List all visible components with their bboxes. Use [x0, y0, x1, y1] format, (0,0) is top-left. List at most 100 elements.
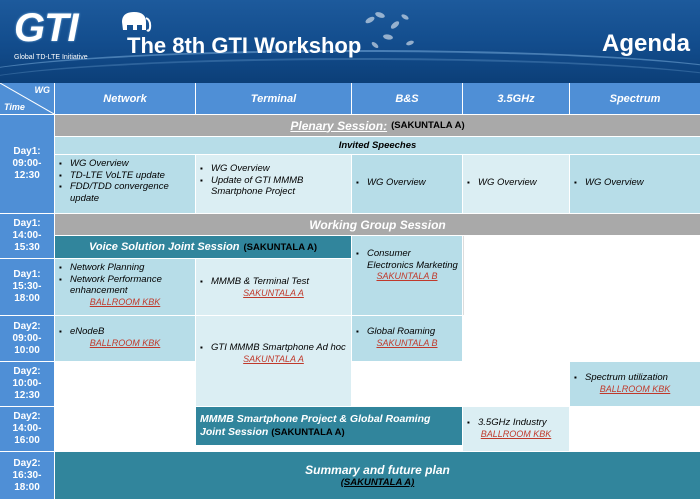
time-cell: Day2: 14:00- 16:00 [0, 407, 54, 451]
location-link[interactable]: SAKUNTALA B [376, 337, 438, 348]
list-item: MMMB & Terminal Test [200, 276, 347, 288]
mmmb-joint-session: MMMB Smartphone Project & Global Roaming… [196, 407, 462, 445]
time-start: 16:30- [12, 469, 42, 481]
corner-wg-label: WG [34, 85, 51, 95]
time-cell: Day1: 14:00- 15:30 [0, 214, 54, 258]
agenda-table: WG Time Network Terminal B&S 3.5GHz Spec… [0, 83, 700, 499]
empty-cell [463, 316, 700, 361]
time-day: Day2: [13, 320, 41, 332]
empty-cell [196, 445, 462, 451]
empty-cell [352, 362, 569, 406]
logo-text: GTI [14, 6, 79, 50]
column-header-terminal: Terminal [196, 83, 351, 114]
global-roaming-cell: Global Roaming SAKUNTALA B [352, 316, 462, 361]
working-group-session-row: Working Group Session [55, 214, 700, 235]
column-header-network: Network [55, 83, 195, 114]
voice-session-title: Voice Solution Joint Session [88, 241, 240, 253]
time-cell: Day2: 09:00- 10:00 [0, 316, 54, 361]
time-cell: Day1: 09:00- 12:30 [0, 115, 54, 213]
time-day: Day1: [13, 269, 41, 280]
time-end: 10:00 [14, 344, 40, 356]
time-end: 16:00 [14, 435, 40, 446]
empty-cell [55, 362, 195, 406]
location-link[interactable]: SAKUNTALA A [243, 287, 304, 298]
time-start: 15:30- [12, 281, 42, 292]
time-end: 15:30 [14, 242, 40, 253]
spectrum-morning-cell: WG Overview [570, 155, 700, 213]
location-link[interactable]: SAKUNTALA A [243, 353, 304, 364]
plenary-room: (SAKUNTALA A) [391, 120, 465, 131]
time-cell: Day1: 15:30- 18:00 [0, 259, 54, 315]
empty-cell [463, 236, 700, 315]
decorative-wave [0, 58, 700, 83]
time-end: 12:30 [14, 170, 40, 181]
summary-title: Summary and future plan [305, 463, 450, 477]
invited-speeches-row: Invited Speeches [55, 137, 700, 154]
list-item: WG Overview [356, 177, 458, 189]
location-link[interactable]: BALLROOM KBK [599, 383, 671, 394]
list-item: TD-LTE VoLTE update [59, 170, 191, 182]
time-day: Day1: [13, 146, 41, 157]
diagonal-divider [0, 83, 54, 114]
time-day: Day1: [13, 218, 41, 229]
spectrum-util-cell: Spectrum utilization BALLROOM KBK [570, 362, 700, 406]
time-start: 14:00- [12, 423, 42, 434]
voice-joint-session: Voice Solution Joint Session (SAKUNTALA … [55, 236, 351, 258]
voice-session-room: (SAKUNTALA A) [243, 241, 318, 253]
plenary-session-row: Plenary Session: (SAKUNTALA A) [55, 115, 700, 136]
list-item: Update of GTI MMMB Smartphone Project [200, 175, 347, 198]
decorative-wave [0, 50, 700, 83]
header-banner: GTI Global TD-LTE Initiative The 8th GTI… [0, 0, 700, 83]
ghz-morning-cell: WG Overview [463, 155, 569, 213]
page-title: The 8th GTI Workshop [127, 33, 362, 58]
time-end: 18:00 [14, 293, 40, 304]
terminal-morning-cell: WG Overview Update of GTI MMMB Smartphon… [196, 155, 351, 213]
column-header-spectrum: Spectrum [570, 83, 700, 114]
enodeb-cell: eNodeB BALLROOM KBK [55, 316, 195, 361]
consumer-marketing-cell: Consumer Electronics Marketing SAKUNTALA… [352, 236, 462, 315]
list-item: eNodeB [59, 326, 191, 338]
location-link[interactable]: SAKUNTALA B [376, 271, 438, 281]
terminal-1530-cell: MMMB & Terminal Test SAKUNTALA A [196, 259, 351, 315]
plenary-title: Plenary Session: [290, 118, 388, 133]
time-start: 09:00- [12, 158, 42, 169]
corner-time-label: Time [4, 102, 25, 112]
column-header-3-5ghz: 3.5GHz [463, 83, 569, 114]
list-item: Consumer Electronics Marketing [356, 248, 458, 271]
empty-cell [55, 407, 195, 451]
list-item: WG Overview [59, 158, 191, 170]
summary-row: Summary and future plan (SAKUNTALA A) [55, 452, 700, 499]
leaves-icon [365, 12, 414, 48]
adhoc-cell: GTI MMMB Smartphone Ad hoc SAKUNTALA A [196, 316, 351, 406]
list-item: Network Planning [59, 262, 191, 274]
list-item: 3.5GHz Industry [467, 417, 565, 429]
list-item: WG Overview [200, 163, 347, 175]
list-item: Network Performance enhancement [59, 274, 191, 297]
empty-cell [570, 407, 700, 451]
location-link[interactable]: BALLROOM KBK [89, 296, 161, 307]
ghz-industry-cell: 3.5GHz Industry BALLROOM KBK [463, 407, 569, 451]
location-link[interactable]: BALLROOM KBK [89, 337, 161, 348]
elephant-icon [122, 12, 152, 32]
location-link[interactable]: BALLROOM KBK [480, 428, 552, 439]
network-morning-cell: WG Overview TD-LTE VoLTE update FDD/TDD … [55, 155, 195, 213]
time-cell: Day2: 16:30- 18:00 [0, 452, 54, 499]
time-day: Day2: [13, 411, 41, 422]
mmmb-session-room: (SAKUNTALA A) [271, 427, 345, 438]
bs-morning-cell: WG Overview [352, 155, 462, 213]
agenda-heading: Agenda [601, 30, 690, 57]
list-item: Global Roaming [356, 326, 458, 338]
summary-room: (SAKUNTALA A) [340, 477, 415, 488]
list-item: WG Overview [467, 177, 565, 189]
time-start: 14:00- [12, 230, 42, 241]
logo-subtitle: Global TD-LTE Initiative [14, 54, 88, 61]
time-start: 10:00- [12, 378, 42, 389]
corner-cell: WG Time [0, 83, 54, 114]
working-group-title: Working Group Session [309, 217, 446, 232]
list-item: WG Overview [574, 177, 696, 189]
time-end: 18:00 [14, 481, 40, 493]
mmmb-session-title: MMMB Smartphone Project & Global Roaming… [200, 413, 431, 438]
column-header-bs: B&S [352, 83, 462, 114]
list-item: FDD/TDD convergence update [59, 181, 191, 204]
time-day: Day2: [13, 366, 41, 377]
